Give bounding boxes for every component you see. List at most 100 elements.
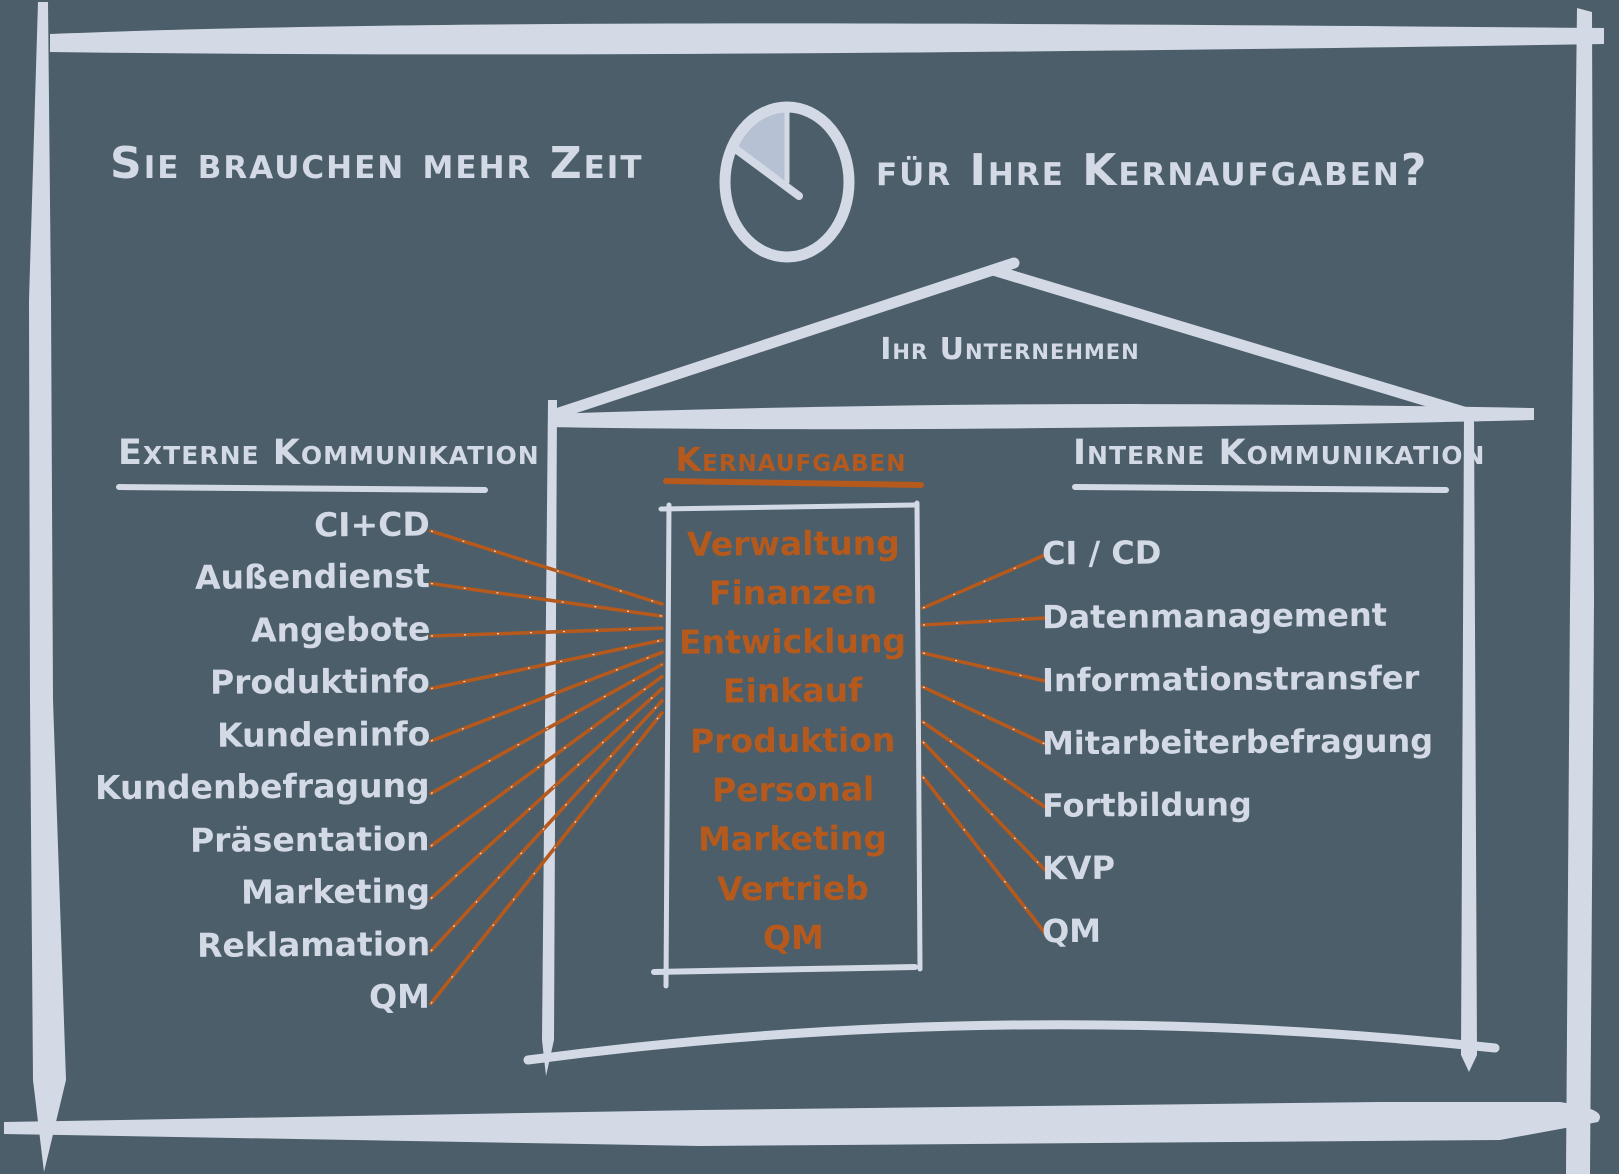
connector-line-left	[429, 686, 664, 901]
core-item-label: Vertrieb	[716, 868, 870, 909]
core-item: Finanzen	[670, 568, 916, 616]
external-item: Angebote	[90, 603, 430, 655]
internal-connector-lines	[921, 553, 1047, 935]
connector-line-right	[921, 553, 1047, 610]
core-item-label: Verwaltung	[686, 522, 900, 564]
core-item-label: Entwicklung	[679, 621, 907, 662]
external-item: Präsentation	[90, 813, 430, 865]
core-item-label: Produktion	[690, 719, 896, 761]
external-item: Marketing	[90, 866, 430, 918]
frame-border	[4, 2, 1604, 1174]
external-item-label: Marketing	[240, 871, 431, 912]
external-item: Produktinfo	[90, 656, 430, 708]
connector-line-left	[429, 698, 664, 953]
internal-header-underline	[1072, 484, 1449, 493]
connector-line-right	[921, 616, 1047, 627]
headline-left: Sie brauchen mehr Zeit	[110, 138, 644, 189]
internal-item: Datenmanagement	[1042, 586, 1462, 646]
connector-line-left	[429, 581, 664, 618]
connector-line-left	[429, 674, 664, 848]
external-item-label: Außendienst	[194, 556, 431, 597]
external-item: Kundenbefragung	[90, 761, 430, 813]
connector-line-left	[429, 711, 664, 1006]
external-item-label: Reklamation	[196, 923, 431, 965]
external-item-label: Präsentation	[190, 818, 431, 860]
external-item-label: Kundeninfo	[216, 713, 431, 755]
connector-line-right	[921, 720, 1047, 809]
core-item-label: Personal	[711, 769, 875, 810]
connector-line-right	[921, 651, 1047, 683]
core-item: Verwaltung	[670, 519, 916, 567]
external-item-label: QM	[368, 976, 431, 1017]
external-item: Reklamation	[90, 918, 431, 970]
frame-border-bottom	[4, 1102, 1601, 1146]
connector-line-right	[921, 685, 1047, 746]
external-item: Außendienst	[90, 551, 430, 603]
core-tasks-box	[651, 500, 923, 989]
external-item: Kundeninfo	[90, 708, 431, 760]
connector-line-left	[429, 626, 664, 638]
external-column-header: Externe Kommunikation	[118, 433, 540, 473]
connector-line-right	[921, 740, 1047, 872]
house-roof-left	[550, 257, 1020, 420]
frame-border-left	[29, 2, 66, 1172]
house-floor	[523, 1020, 1500, 1065]
clock-hour-hand	[733, 146, 803, 200]
internal-item-label: QM	[1041, 911, 1102, 951]
internal-item-label: CI / CD	[1041, 533, 1162, 573]
internal-item-label: Datenmanagement	[1041, 595, 1388, 637]
core-item: Produktion	[670, 716, 916, 764]
external-item: CI+CD	[90, 498, 430, 550]
internal-item: CI / CD	[1042, 523, 1462, 583]
external-header-underline	[116, 484, 488, 493]
external-item: QM	[90, 971, 430, 1023]
internal-item: Informationstransfer	[1042, 649, 1462, 709]
house-roof-right	[987, 264, 1483, 422]
internal-item: KVP	[1042, 838, 1462, 898]
house-wall-left	[542, 400, 557, 1076]
core-box-left	[663, 502, 672, 989]
connector-line-left	[429, 662, 664, 796]
core-box-right	[914, 500, 923, 972]
connector-line-left	[429, 529, 664, 606]
internal-item: QM	[1042, 901, 1462, 961]
core-column-header: Kernaufgaben	[675, 440, 907, 479]
internal-item: Fortbildung	[1042, 775, 1462, 835]
connector-line-left	[429, 650, 664, 743]
core-item: Entwicklung	[670, 618, 916, 666]
core-item: Marketing	[670, 815, 916, 863]
house-wall-right	[1461, 414, 1477, 1072]
core-box-bottom	[651, 964, 918, 975]
internal-item-label: Fortbildung	[1041, 785, 1252, 825]
connector-line-left	[429, 638, 664, 691]
core-item-label: Einkauf	[723, 670, 863, 711]
headline-right: für Ihre Kernaufgaben?	[876, 145, 1429, 196]
core-item: QM	[670, 913, 916, 961]
house-ceiling	[550, 404, 1534, 430]
external-item-label: CI+CD	[314, 504, 431, 544]
core-item-label: Finanzen	[708, 572, 878, 613]
core-box-top	[658, 502, 918, 512]
core-item: Einkauf	[670, 667, 916, 715]
core-item-label: QM	[762, 917, 824, 958]
external-item-label: Angebote	[250, 608, 431, 650]
core-header-underline	[663, 478, 924, 488]
internal-item-label: Mitarbeiterbefragung	[1041, 721, 1434, 763]
internal-item-label: KVP	[1041, 848, 1116, 888]
internal-column-header: Interne Kommunikation	[1073, 433, 1486, 473]
external-item-label: Produktinfo	[210, 661, 431, 702]
core-item: Personal	[670, 766, 916, 814]
core-item: Vertrieb	[670, 864, 916, 912]
clock-face-outline	[719, 101, 855, 263]
house-label: Ihr Unternehmen	[880, 332, 1140, 367]
frame-border-top	[50, 23, 1604, 55]
connector-line-right	[921, 775, 1047, 935]
internal-item: Mitarbeiterbefragung	[1042, 712, 1462, 772]
clock-icon	[719, 101, 855, 263]
external-connector-lines	[429, 529, 664, 1006]
house-outline	[523, 257, 1534, 1076]
external-item-label: Kundenbefragung	[95, 765, 431, 808]
core-item-label: Marketing	[698, 818, 888, 859]
